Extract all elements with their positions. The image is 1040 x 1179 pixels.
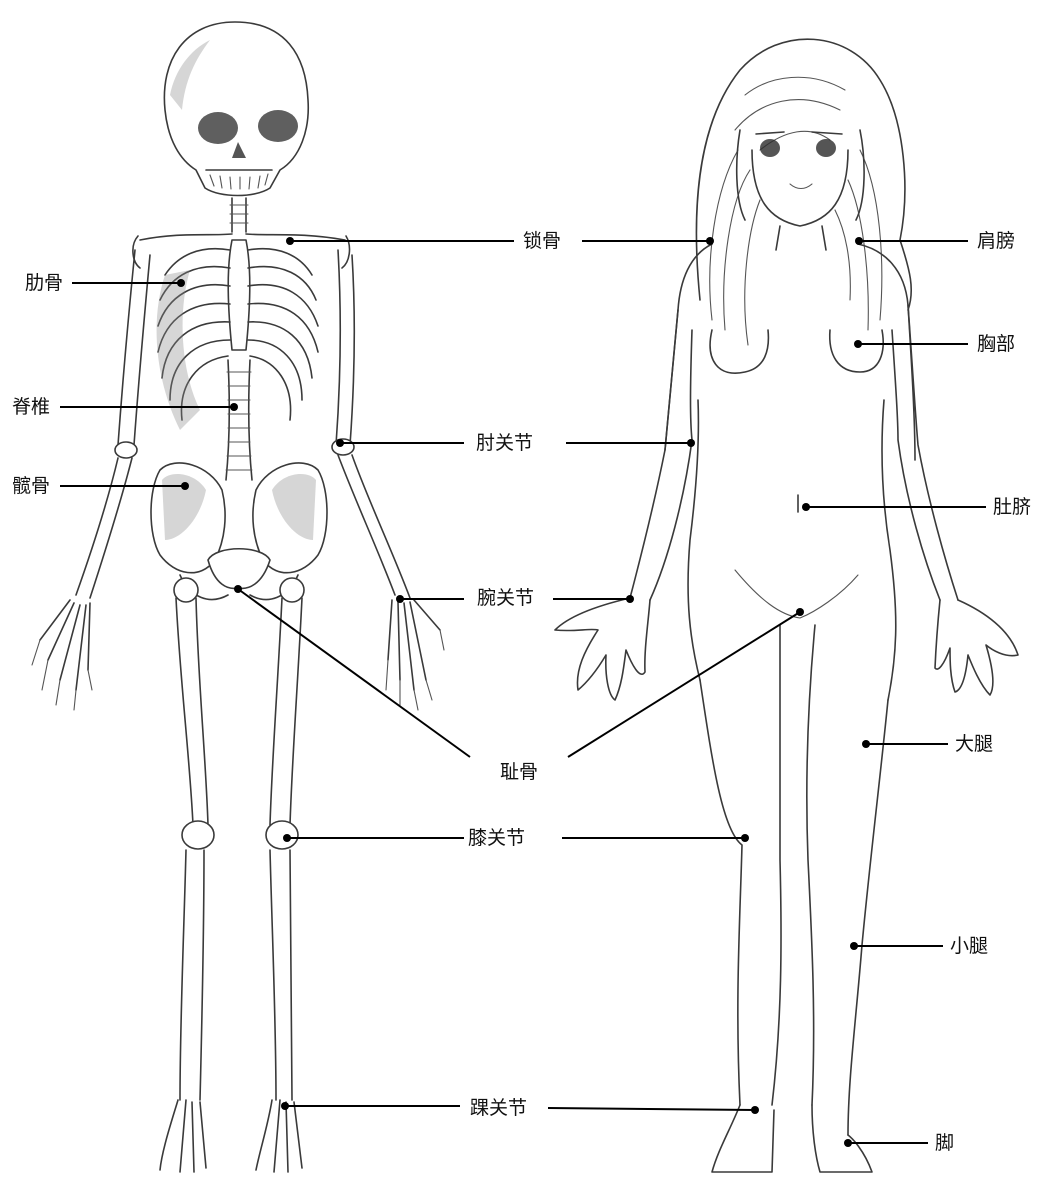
hair	[696, 39, 911, 345]
label-wrist-joint: 腕关节	[477, 587, 534, 609]
label-hip-bone: 髋骨	[12, 475, 50, 497]
skull	[164, 22, 308, 196]
pelvis	[151, 463, 327, 599]
leader-lines	[60, 237, 986, 1147]
label-elbow-joint: 肘关节	[476, 432, 533, 454]
label-thigh: 大腿	[955, 733, 993, 755]
label-shoulder: 肩膀	[977, 230, 1015, 252]
label-ankle-joint: 踝关节	[470, 1097, 527, 1119]
skeleton-feet	[160, 1100, 302, 1172]
human-figure	[555, 39, 1018, 1172]
label-pubic-bone: 耻骨	[500, 761, 538, 783]
label-ribs: 肋骨	[25, 272, 63, 294]
label-navel: 肚脐	[993, 496, 1031, 518]
label-chest: 胸部	[977, 333, 1015, 355]
leader-pubic-right	[568, 612, 800, 757]
skeleton-figure	[32, 22, 444, 1172]
face	[752, 132, 848, 226]
label-knee-joint: 膝关节	[468, 827, 525, 849]
leader-ankle-right	[548, 1108, 755, 1110]
label-spine: 脊椎	[12, 396, 50, 418]
label-calf: 小腿	[950, 935, 988, 957]
leader-pubic-left	[238, 589, 470, 757]
label-clavicle: 锁骨	[523, 230, 561, 252]
label-foot: 脚	[935, 1132, 954, 1154]
